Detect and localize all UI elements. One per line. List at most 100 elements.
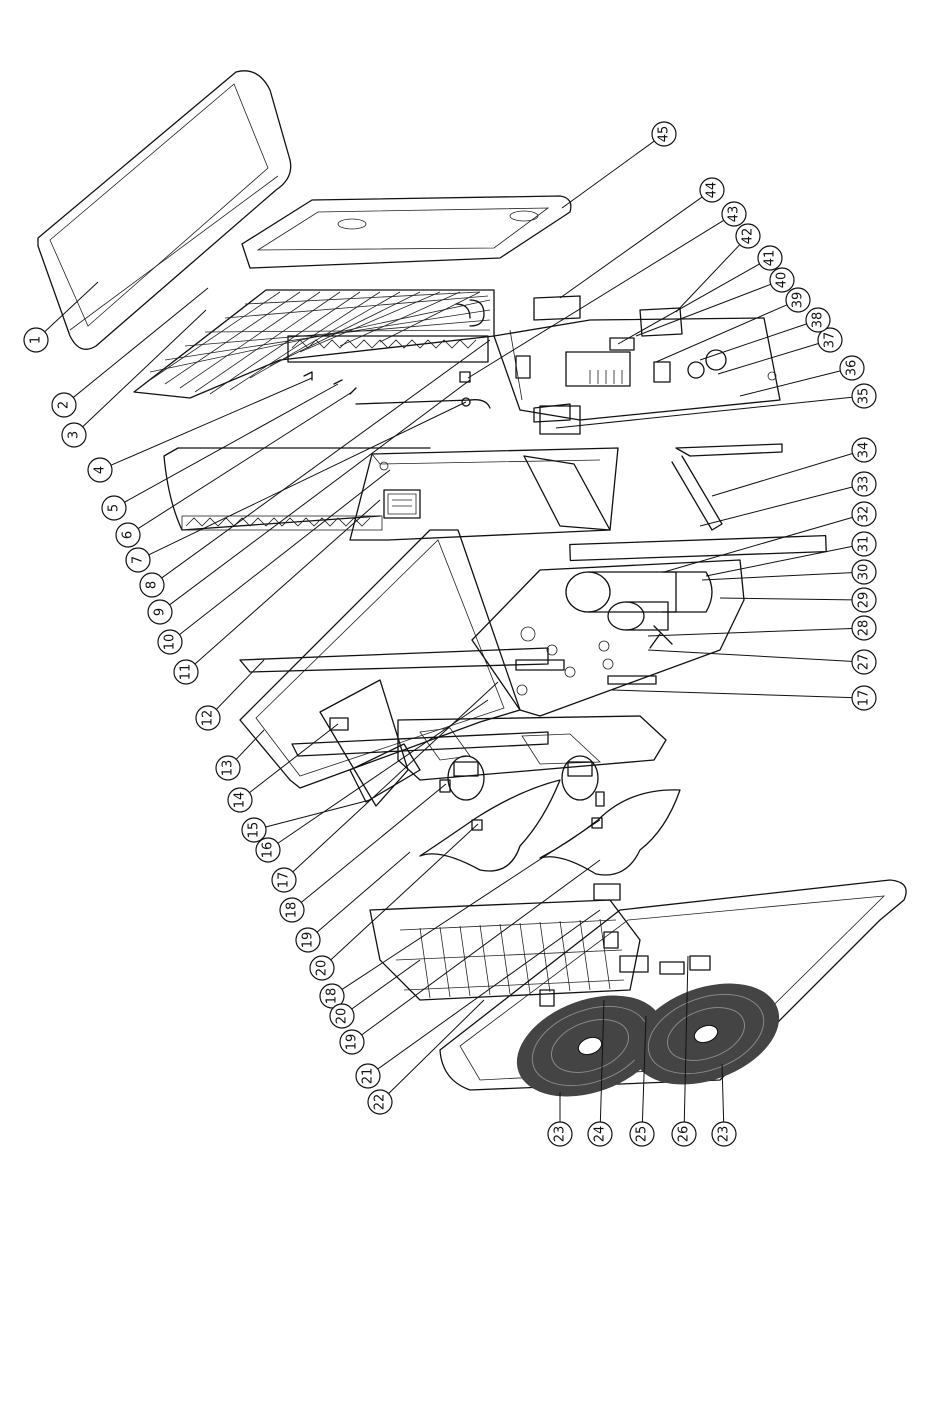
- callout-number: 13: [221, 760, 236, 777]
- callout-45: 45: [652, 122, 676, 146]
- callout-number: 4: [93, 466, 108, 474]
- callout-21: 21: [356, 1064, 380, 1088]
- leader-line: [712, 453, 853, 496]
- callout-number: 32: [857, 506, 872, 523]
- leader-line: [612, 690, 852, 698]
- callout-13: 13: [216, 756, 240, 780]
- callout-number: 5: [107, 504, 122, 512]
- callout-number: 6: [121, 531, 136, 539]
- callout-number: 27: [857, 654, 872, 671]
- callout-42: 42: [736, 224, 760, 248]
- leader-line: [664, 517, 852, 572]
- callout-16: 16: [256, 838, 280, 862]
- callout-number: 29: [857, 592, 872, 609]
- callout-number: 38: [811, 312, 826, 329]
- leader-line: [718, 343, 819, 374]
- callout-number: 20: [315, 960, 330, 977]
- leader-line: [700, 324, 807, 360]
- callout-33: 33: [852, 472, 876, 496]
- callout-26: 26: [672, 1122, 696, 1146]
- leader-line: [468, 220, 724, 378]
- callout-number: 16: [261, 842, 276, 859]
- callout-12: 12: [196, 706, 220, 730]
- callout-23: 23: [548, 1122, 572, 1146]
- callout-44: 44: [700, 178, 724, 202]
- leader-line: [389, 1000, 484, 1094]
- leader-line: [720, 598, 852, 600]
- callout-number: 42: [741, 228, 756, 245]
- leader-line: [342, 820, 600, 989]
- callout-15: 15: [242, 818, 266, 842]
- callout-number: 25: [635, 1126, 650, 1143]
- inner-frame-part: [164, 372, 490, 530]
- leader-line: [562, 141, 654, 208]
- callout-number: 43: [727, 206, 742, 223]
- leader-line: [560, 197, 702, 298]
- electrical-box-part: [350, 448, 618, 540]
- callout-20: 20: [330, 1004, 354, 1028]
- leader-line: [216, 660, 264, 709]
- callout-2: 2: [52, 393, 76, 417]
- callout-number: 15: [247, 822, 262, 839]
- callout-number: 17: [857, 690, 872, 707]
- condenser-coil-part: [370, 884, 640, 1000]
- callout-29: 29: [852, 588, 876, 612]
- callout-22: 22: [368, 1090, 392, 1114]
- callout-43: 43: [722, 202, 746, 226]
- callout-number: 17: [277, 872, 292, 889]
- callout-10: 10: [158, 630, 182, 654]
- fan-motor-part: [440, 756, 604, 806]
- callout-25: 25: [630, 1122, 654, 1146]
- callout-number: 21: [361, 1068, 376, 1085]
- leader-line: [195, 500, 380, 664]
- leader-line: [648, 628, 852, 636]
- callout-11: 11: [174, 660, 198, 684]
- callout-number: 23: [717, 1126, 732, 1143]
- callout-number: 33: [857, 476, 872, 493]
- callout-14: 14: [228, 788, 252, 812]
- callout-number: 14: [233, 792, 248, 809]
- callout-19: 19: [340, 1030, 364, 1054]
- callout-27: 27: [852, 650, 876, 674]
- leader-line: [124, 384, 338, 502]
- callout-31: 31: [852, 532, 876, 556]
- control-panel-part: [460, 296, 780, 434]
- callout-number: 24: [593, 1126, 608, 1143]
- leader-line: [648, 650, 852, 661]
- callout-32: 32: [852, 502, 876, 526]
- leader-line: [636, 284, 771, 336]
- callout-number: 19: [301, 932, 316, 949]
- callout-23: 23: [712, 1122, 736, 1146]
- callout-number: 23: [553, 1126, 568, 1143]
- callout-5: 5: [102, 496, 126, 520]
- callout-number: 11: [179, 664, 194, 681]
- callout-number: 19: [345, 1034, 360, 1051]
- callout-number: 10: [163, 634, 178, 651]
- leader-line: [702, 573, 852, 580]
- callout-20: 20: [310, 956, 334, 980]
- callout-number: 18: [325, 988, 340, 1005]
- callout-number: 28: [857, 620, 872, 637]
- callout-24: 24: [588, 1122, 612, 1146]
- callout-number: 35: [857, 388, 872, 405]
- callout-4: 4: [88, 458, 112, 482]
- callout-number: 22: [373, 1094, 388, 1111]
- callout-number: 31: [857, 536, 872, 553]
- leader-line: [111, 378, 312, 465]
- callout-number: 18: [285, 902, 300, 919]
- leader-line: [740, 371, 840, 396]
- callout-number: 3: [67, 431, 82, 439]
- compressor-part: [566, 572, 712, 648]
- callout-number: 2: [57, 401, 72, 409]
- top-cover-part: [38, 71, 291, 350]
- base-rails-part: [524, 444, 826, 561]
- callout-number: 12: [201, 710, 216, 727]
- callout-40: 40: [770, 268, 794, 292]
- callout-17: 17: [852, 686, 876, 710]
- leader-line: [278, 700, 488, 843]
- callout-7: 7: [126, 548, 150, 572]
- callout-number: 1: [29, 336, 44, 344]
- callout-9: 9: [148, 600, 172, 624]
